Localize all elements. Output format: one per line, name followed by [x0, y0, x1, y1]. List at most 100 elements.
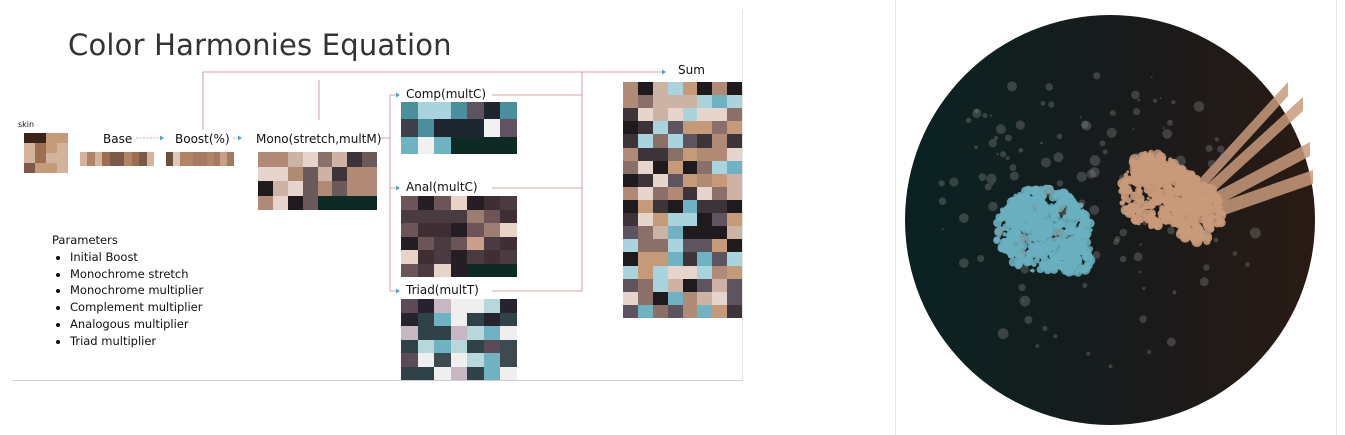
swatch-cell: [272, 195, 288, 210]
scope-point: [1132, 215, 1138, 220]
swatch-cell: [727, 226, 742, 240]
scope-point: [1056, 231, 1061, 235]
swatch-cell: [109, 152, 117, 166]
swatch-cell: [500, 236, 517, 250]
scope-point: [1137, 98, 1141, 102]
scope-point: [982, 112, 988, 119]
swatch-cell: [272, 181, 288, 196]
scope-point: [1053, 218, 1059, 223]
scope-point: [1203, 229, 1210, 236]
swatch-cell: [467, 119, 484, 137]
vectorscope: [905, 15, 1315, 425]
scope-point: [1162, 128, 1173, 139]
comp-swatch: [401, 102, 517, 154]
scope-point: [1065, 209, 1071, 214]
swatch-cell: [401, 353, 418, 367]
scope-point: [1122, 184, 1132, 195]
scope-point: [1053, 262, 1058, 266]
scope-point: [1150, 191, 1157, 198]
swatch-cell: [637, 108, 653, 122]
scope-point: [1119, 174, 1125, 181]
scope-point: [1036, 265, 1045, 274]
scope-point: [1112, 238, 1120, 246]
swatch-cell: [712, 147, 728, 161]
scope-point: [1061, 266, 1068, 272]
swatch-cell: [652, 147, 668, 161]
swatch-cell: [467, 102, 484, 120]
swatch-cell: [302, 195, 318, 210]
anal-swatch: [401, 196, 517, 277]
swatch-cell: [637, 265, 653, 279]
scope-point: [1009, 164, 1017, 172]
connector-lines: [136, 69, 666, 294]
swatch-cell: [697, 160, 713, 174]
swatch-cell: [652, 173, 668, 187]
swatch-cell: [401, 339, 418, 353]
scope-point: [1081, 252, 1089, 260]
scope-point: [1056, 133, 1063, 140]
swatch-cell: [450, 339, 468, 353]
scope-point: [1040, 101, 1046, 106]
swatch-cell: [667, 226, 683, 240]
swatch-cell: [727, 95, 742, 109]
scope-point: [1007, 251, 1016, 259]
swatch-cell: [652, 252, 668, 266]
scope-point: [1171, 100, 1176, 105]
swatch-cell: [467, 250, 484, 264]
scope-point: [1172, 290, 1177, 295]
scope-point: [1205, 144, 1213, 152]
scope-point: [1076, 171, 1087, 182]
scope-point: [1139, 315, 1147, 323]
swatch-cell: [712, 304, 728, 318]
swatch-cell: [623, 121, 638, 135]
scope-point: [1249, 227, 1261, 239]
scope-point: [1099, 140, 1106, 147]
scope-point: [1007, 81, 1018, 92]
swatch-cell: [227, 152, 234, 166]
scope-point: [1228, 204, 1233, 209]
scope-point: [1146, 214, 1153, 222]
swatch-cell: [667, 199, 683, 214]
swatch-cell: [46, 153, 57, 163]
scope-point: [1138, 192, 1143, 197]
swatch-cell: [417, 119, 435, 137]
swatch-cell: [652, 121, 668, 135]
swatch-cell: [57, 153, 68, 163]
scope-point: [1062, 214, 1068, 220]
scope-point: [1197, 235, 1204, 242]
scope-point: [1048, 221, 1053, 226]
swatch-cell: [637, 213, 653, 227]
scope-point: [1138, 270, 1141, 274]
swatch-cell: [500, 223, 517, 237]
swatch-cell: [450, 223, 468, 237]
swatch-cell: [467, 326, 484, 340]
scope-point: [1012, 207, 1023, 218]
swatch-cell: [727, 265, 742, 279]
scope-point: [1079, 240, 1084, 245]
swatch-cell: [682, 121, 698, 135]
swatch-cell: [35, 143, 46, 153]
scope-point: [1018, 147, 1024, 153]
swatch-cell: [450, 312, 468, 326]
swatch-cell: [102, 152, 110, 166]
swatch-cell: [637, 160, 653, 174]
swatch-cell: [712, 82, 728, 96]
swatch-cell: [287, 195, 303, 210]
scope-point: [1023, 185, 1034, 196]
swatch-cell: [434, 263, 451, 277]
scope-point: [1022, 194, 1033, 205]
swatch-cell: [347, 152, 363, 167]
swatch-cell: [727, 121, 742, 135]
scope-point: [1023, 258, 1032, 267]
scope-point: [996, 152, 999, 156]
swatch-cell: [467, 312, 484, 326]
swatch-cell: [467, 339, 484, 353]
swatch-cell: [483, 366, 501, 380]
swatch-cell: [712, 252, 728, 266]
swatch-cell: [94, 152, 103, 166]
swatch-cell: [712, 213, 728, 227]
swatch-cell: [450, 236, 468, 250]
swatch-cell: [401, 102, 418, 120]
swatch-cell: [450, 136, 468, 154]
scope-point: [1153, 98, 1158, 103]
